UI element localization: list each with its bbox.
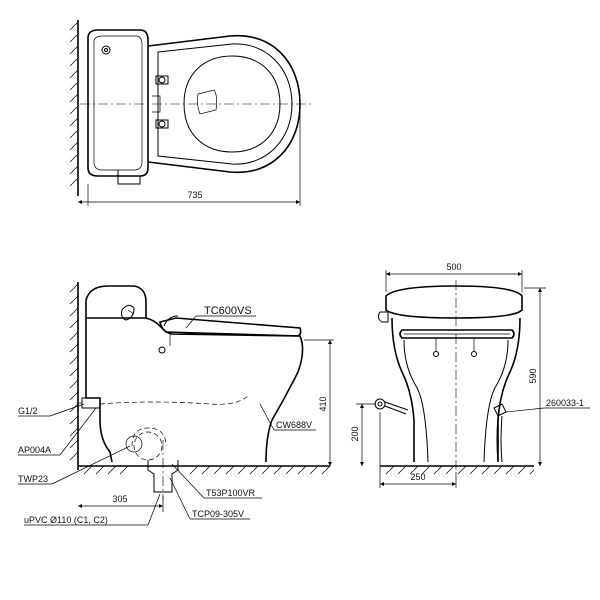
- supply-callout: G1/2: [18, 406, 38, 416]
- wall-hatch-side: [69, 283, 79, 461]
- hose-model-label: 260033-1: [546, 398, 584, 408]
- supply-height-dimension: 200: [350, 426, 360, 441]
- side-height-dimension: 410: [318, 396, 328, 411]
- floor-hatch-front: [385, 465, 535, 475]
- front-view: 500 590 200 250 260033-1: [350, 262, 590, 488]
- top-width-dimension: 735: [187, 190, 202, 200]
- pipe-callout: uPVC Ø110 (C1, C2): [24, 515, 108, 525]
- supply-offset-dimension: 250: [410, 472, 425, 482]
- rough-in-dimension: 305: [112, 494, 127, 504]
- flange-callout: T53P100VR: [206, 488, 256, 498]
- front-height-dimension: 590: [528, 368, 538, 383]
- front-width-dimension: 500: [446, 262, 461, 272]
- seat-model-label: TC600VS: [204, 305, 252, 317]
- valve-callout: AP004A: [18, 445, 51, 455]
- adapter-callout: TCP09-305V: [192, 509, 244, 519]
- gasket-callout: TWP23: [18, 474, 48, 484]
- side-view: 410 305 TC600VS CW688V G1/2 AP004A TWP23…: [18, 282, 334, 526]
- floor-hatch-side: [83, 465, 331, 475]
- body-model-label: CW688V: [276, 420, 312, 430]
- wall-hatch-top: [69, 21, 79, 187]
- top-view: 735: [69, 20, 312, 206]
